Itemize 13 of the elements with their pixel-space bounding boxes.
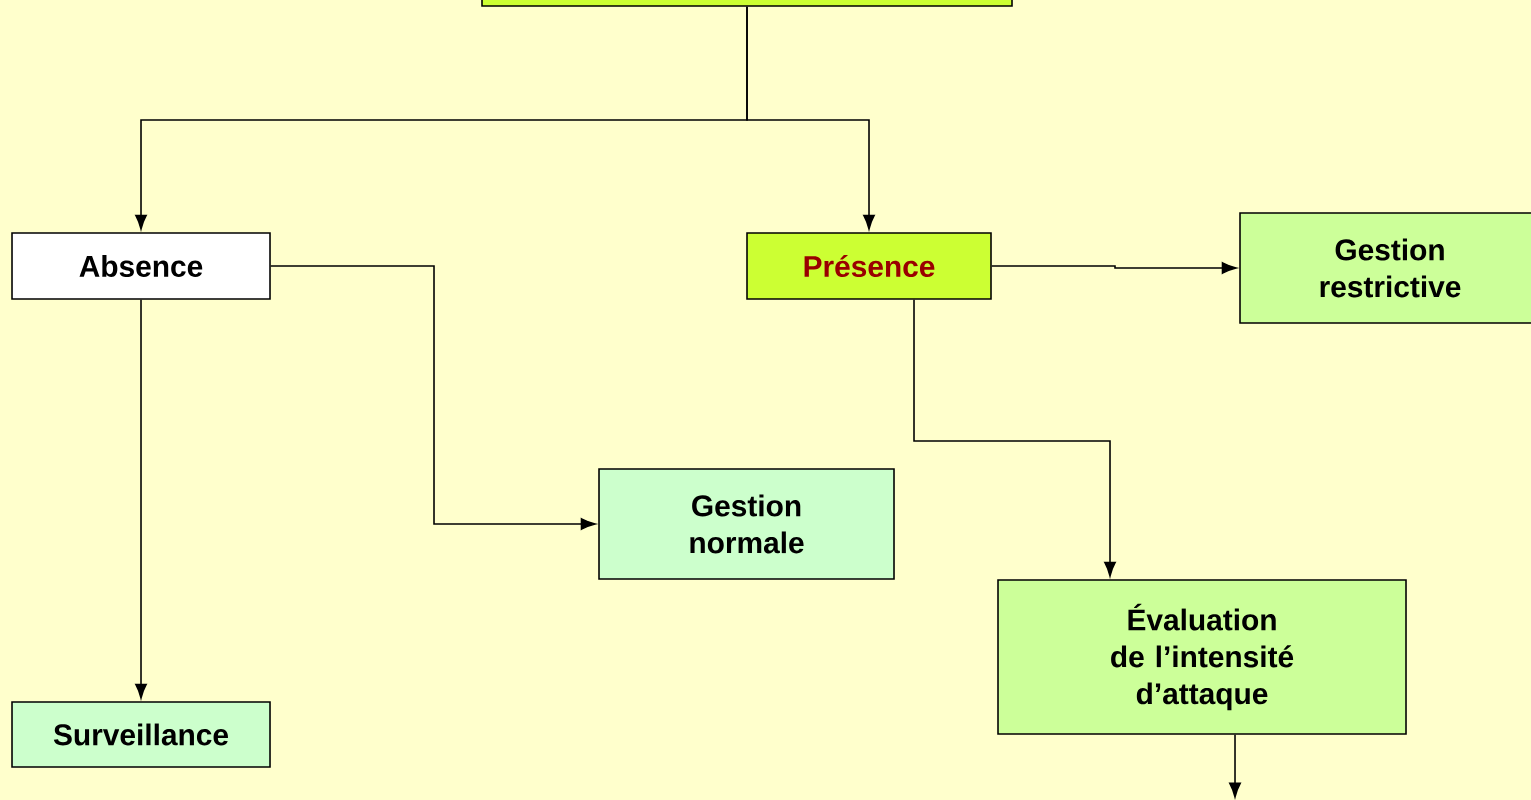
arrow	[270, 265, 596, 530]
arrow	[746, 5, 875, 230]
arrow	[135, 298, 147, 699]
process-box: Présence	[746, 232, 992, 300]
process-box: Absence	[11, 232, 271, 300]
empty-box	[481, 0, 1013, 7]
process-box: Évaluation de l’intensité d’attaque	[997, 579, 1407, 735]
arrow	[913, 298, 1116, 577]
arrow	[991, 262, 1237, 274]
process-box: Gestion normale	[598, 468, 895, 580]
process-box: Surveillance	[11, 701, 271, 768]
process-box: Gestion restrictive	[1239, 212, 1531, 324]
arrow	[1229, 734, 1241, 798]
